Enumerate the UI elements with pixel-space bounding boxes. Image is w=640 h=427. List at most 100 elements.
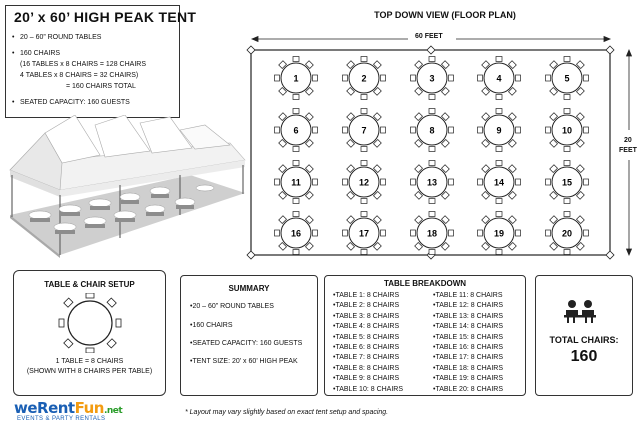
chair xyxy=(549,191,558,200)
chair xyxy=(312,126,318,134)
chair xyxy=(346,242,355,251)
table-number: 17 xyxy=(359,229,369,239)
floor-table-3: 3 xyxy=(410,56,454,100)
chair xyxy=(360,56,368,62)
breakdown-row: TABLE 14: 8 CHAIRS xyxy=(433,322,503,332)
chair xyxy=(428,146,436,152)
floor-table-4: 4 xyxy=(477,56,521,100)
chair xyxy=(495,249,503,255)
breakdown-row: TABLE 8: 8 CHAIRS xyxy=(333,364,399,374)
chair xyxy=(563,160,571,166)
chair xyxy=(342,229,348,237)
chair xyxy=(346,191,355,200)
floor-table-17: 17 xyxy=(342,211,386,255)
chair xyxy=(292,198,300,204)
chair xyxy=(274,178,280,186)
chair xyxy=(481,164,490,173)
chair xyxy=(549,164,558,173)
chair xyxy=(305,191,314,200)
summary-box xyxy=(180,275,318,396)
total-label: TOTAL CHAIRS: xyxy=(549,335,619,345)
chair xyxy=(292,56,300,62)
chair xyxy=(495,211,503,217)
floor-table-16: 16 xyxy=(274,211,318,255)
chair xyxy=(414,191,423,200)
chair xyxy=(292,146,300,152)
chair xyxy=(495,108,503,114)
setup-note: (SHOWN WITH 8 CHAIRS PER TABLE) xyxy=(26,368,153,375)
chair xyxy=(414,139,423,148)
round-table xyxy=(483,217,515,249)
table-number: 20 xyxy=(562,229,572,239)
chair xyxy=(346,112,355,121)
tent-bullet-tables: 20 – 60” ROUND TABLES xyxy=(12,32,177,43)
chair xyxy=(373,112,382,121)
chair xyxy=(373,215,382,224)
tent-chairs-calc-1: (16 TABLES x 8 CHAIRS = 128 CHAIRS xyxy=(20,61,146,68)
chair xyxy=(576,112,585,121)
chair xyxy=(373,87,382,96)
table-number: 18 xyxy=(427,229,437,239)
round-table xyxy=(416,114,448,146)
chair xyxy=(373,60,382,69)
floor-table-12: 12 xyxy=(342,160,386,204)
chair xyxy=(441,242,450,251)
chair xyxy=(481,215,490,224)
height-label-num: 20 xyxy=(624,137,632,144)
tent-bullet-capacity: SEATED CAPACITY: 160 GUESTS xyxy=(12,97,177,108)
chair xyxy=(495,146,503,152)
chair xyxy=(583,229,589,237)
chair xyxy=(448,229,454,237)
chair xyxy=(441,87,450,96)
chair xyxy=(342,74,348,82)
round-table xyxy=(348,62,380,94)
chair xyxy=(481,139,490,148)
chair xyxy=(563,56,571,62)
chair xyxy=(305,112,314,121)
chair xyxy=(380,74,386,82)
chair xyxy=(481,242,490,251)
chair xyxy=(576,60,585,69)
chair xyxy=(346,215,355,224)
chair xyxy=(545,178,551,186)
chair xyxy=(305,139,314,148)
breakdown-row: TABLE 2: 8 CHAIRS xyxy=(333,301,399,311)
chair xyxy=(414,215,423,224)
chair xyxy=(380,229,386,237)
chair xyxy=(477,126,483,134)
chair xyxy=(545,229,551,237)
chair xyxy=(278,60,287,69)
floor-table-20: 20 xyxy=(545,211,589,255)
round-table xyxy=(280,217,312,249)
footnote: * Layout may vary slightly based on exac… xyxy=(185,409,389,416)
breakdown-row: TABLE 10: 8 CHAIRS xyxy=(333,385,403,395)
floor-table-18: 18 xyxy=(410,211,454,255)
chair xyxy=(576,164,585,173)
setup-table-diagram xyxy=(58,293,122,353)
chair xyxy=(448,74,454,82)
chair xyxy=(441,139,450,148)
chair xyxy=(380,126,386,134)
chair xyxy=(549,112,558,121)
breakdown-row: TABLE 1: 8 CHAIRS xyxy=(333,291,399,301)
round-table xyxy=(551,166,583,198)
table-number: 14 xyxy=(494,178,504,188)
floor-table-10: 10 xyxy=(545,108,589,152)
chair xyxy=(305,164,314,173)
chair xyxy=(342,178,348,186)
chair xyxy=(576,191,585,200)
chair xyxy=(346,60,355,69)
chair xyxy=(305,215,314,224)
chair xyxy=(346,87,355,96)
floor-table-11: 11 xyxy=(274,160,318,204)
chair xyxy=(576,215,585,224)
floor-table-1: 1 xyxy=(274,56,318,100)
chair xyxy=(441,112,450,121)
breakdown-row: TABLE 5: 8 CHAIRS xyxy=(333,333,399,343)
table-number: 15 xyxy=(562,178,572,188)
table-number: 2 xyxy=(361,74,366,84)
chair xyxy=(410,126,416,134)
table-number: 3 xyxy=(429,74,434,84)
